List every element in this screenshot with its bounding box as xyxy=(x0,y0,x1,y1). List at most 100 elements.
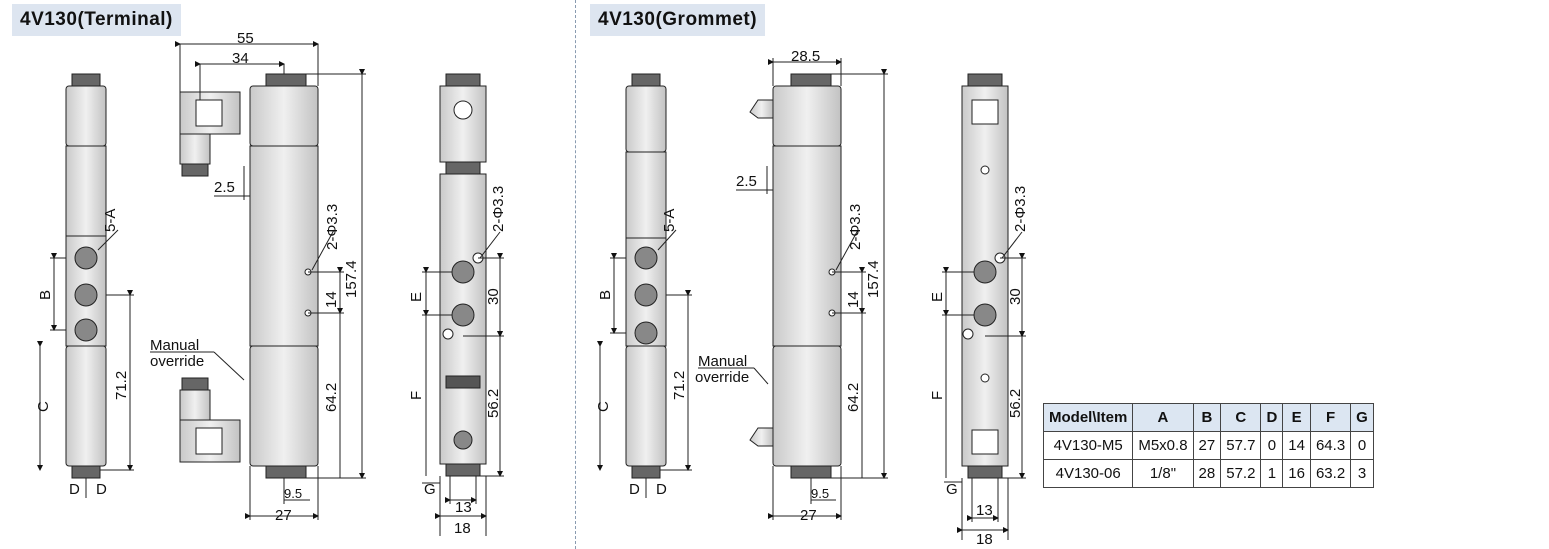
terminal-dim-157-4: 157.4 xyxy=(343,260,360,298)
terminal-dim-2-5: 2.5 xyxy=(214,179,235,196)
terminal-dim-55: 55 xyxy=(237,30,254,47)
grommet-dim-2-5: 2.5 xyxy=(736,173,757,190)
cell-d: 0 xyxy=(1260,431,1284,460)
terminal-side-cap-top xyxy=(265,73,307,87)
cell-model: 4V130-06 xyxy=(1042,459,1134,488)
terminal-front-view xyxy=(37,73,134,498)
terminal-dim-30: 30 xyxy=(485,288,502,305)
grommet-port-a-icon xyxy=(634,246,658,270)
terminal-front-cap-top xyxy=(71,73,101,87)
header-f: F xyxy=(1309,403,1352,432)
terminal-end-connector xyxy=(439,85,487,163)
grommet-dim-14: 14 xyxy=(845,291,862,308)
grommet-letter-c: C xyxy=(595,401,612,412)
grommet-dim-27: 27 xyxy=(800,507,817,524)
cell-f: 64.3 xyxy=(1309,431,1352,460)
table-row: 4V130-M5 M5x0.8 27 57.7 0 14 64.3 0 xyxy=(1042,431,1374,460)
terminal-dim-18: 18 xyxy=(454,520,471,537)
header-b: B xyxy=(1192,403,1222,432)
terminal-dim-34: 34 xyxy=(232,50,249,67)
terminal-dim-64-2: 64.2 xyxy=(323,383,340,412)
cell-model: 4V130-M5 xyxy=(1042,431,1134,460)
cell-c: 57.2 xyxy=(1220,459,1262,488)
terminal-dim-2phi: 2-Φ3.3 xyxy=(324,204,341,250)
cell-a: M5x0.8 xyxy=(1132,431,1194,460)
header-g: G xyxy=(1350,403,1374,432)
terminal-letter-g: G xyxy=(424,481,436,498)
cell-c: 57.7 xyxy=(1220,431,1262,460)
terminal-side-coil-top xyxy=(249,85,319,147)
terminal-port-b-icon xyxy=(74,318,98,342)
grommet-label-5a: 5-A xyxy=(661,209,678,232)
cell-f: 63.2 xyxy=(1309,459,1352,488)
section-divider xyxy=(575,0,576,549)
grommet-letter-d2: D xyxy=(656,481,667,498)
terminal-dim-56-2: 56.2 xyxy=(485,389,502,418)
grommet-dim-28-5: 28.5 xyxy=(791,48,820,65)
cell-e: 14 xyxy=(1282,431,1311,460)
grommet-port-b-icon xyxy=(634,321,658,345)
grommet-dim-18: 18 xyxy=(976,531,993,548)
grommet-dim-2phi: 2-Φ3.3 xyxy=(847,204,864,250)
terminal-side-view xyxy=(150,41,366,520)
grommet-letter-f: F xyxy=(929,391,946,400)
grommet-dim-13: 13 xyxy=(976,502,993,519)
terminal-end-dim-2phi: 2-Φ3.3 xyxy=(490,186,507,232)
grommet-letter-b: B xyxy=(597,290,614,300)
terminal-front-coil-bottom xyxy=(65,345,107,467)
table-row: 4V130-06 1/8" 28 57.2 1 16 63.2 3 xyxy=(1042,459,1374,488)
grommet-letter-g: G xyxy=(946,481,958,498)
grommet-dim-56-2: 56.2 xyxy=(1007,389,1024,418)
spec-table: Model\Item A B C D E F G 4V130-M5 M5x0.8… xyxy=(1042,403,1374,488)
cell-d: 1 xyxy=(1260,459,1284,488)
grommet-front-view xyxy=(597,73,692,498)
grommet-dim-64-2: 64.2 xyxy=(845,383,862,412)
terminal-letter-d2: D xyxy=(96,481,107,498)
grommet-cable-bottom xyxy=(749,427,774,447)
cell-g: 3 xyxy=(1350,459,1374,488)
grommet-manual-label: Manual xyxy=(698,353,747,370)
terminal-dim-14: 14 xyxy=(323,291,340,308)
grommet-dim-71-2: 71.2 xyxy=(671,371,688,400)
cell-b: 28 xyxy=(1192,459,1222,488)
grommet-side-view xyxy=(698,58,888,520)
terminal-front-cap-bottom xyxy=(71,465,101,479)
terminal-front-coil-top xyxy=(65,85,107,147)
spec-table-header-row: Model\Item A B C D E F G xyxy=(1042,403,1374,432)
terminal-label-5a: 5-A xyxy=(102,209,119,232)
terminal-override-label: override xyxy=(150,353,204,370)
grommet-port-p-icon xyxy=(634,283,658,307)
cell-e: 16 xyxy=(1282,459,1311,488)
grommet-letter-d1: D xyxy=(629,481,640,498)
terminal-front-body xyxy=(65,145,107,237)
grommet-dim-157-4: 157.4 xyxy=(865,260,882,298)
terminal-port-p-icon xyxy=(74,283,98,307)
terminal-port-a-icon xyxy=(74,246,98,270)
terminal-letter-d1: D xyxy=(69,481,80,498)
terminal-dim-9-5: 9.5 xyxy=(284,486,302,501)
grommet-cable-top xyxy=(749,99,774,119)
terminal-dim-13: 13 xyxy=(455,499,472,516)
terminal-letter-e: E xyxy=(408,292,425,302)
grommet-dim-30: 30 xyxy=(1007,288,1024,305)
terminal-side-cap-bottom xyxy=(265,465,307,479)
terminal-end-view xyxy=(422,73,504,536)
terminal-dim-71-2: 71.2 xyxy=(113,371,130,400)
terminal-letter-c: C xyxy=(35,401,52,412)
cell-a: 1/8" xyxy=(1132,459,1194,488)
header-e: E xyxy=(1282,403,1311,432)
header-a: A xyxy=(1132,403,1194,432)
grommet-end-view xyxy=(942,73,1026,540)
terminal-letter-b: B xyxy=(37,290,54,300)
header-model: Model\Item xyxy=(1042,403,1134,432)
header-c: C xyxy=(1220,403,1262,432)
grommet-title: 4V130(Grommet) xyxy=(590,4,766,36)
grommet-letter-e: E xyxy=(929,292,946,302)
terminal-title: 4V130(Terminal) xyxy=(12,4,181,36)
terminal-manual-label: Manual xyxy=(150,337,199,354)
terminal-side-coil-bottom xyxy=(249,345,319,467)
terminal-letter-f: F xyxy=(408,391,425,400)
grommet-override-label: override xyxy=(695,369,749,386)
cell-b: 27 xyxy=(1192,431,1222,460)
header-d: D xyxy=(1260,403,1284,432)
